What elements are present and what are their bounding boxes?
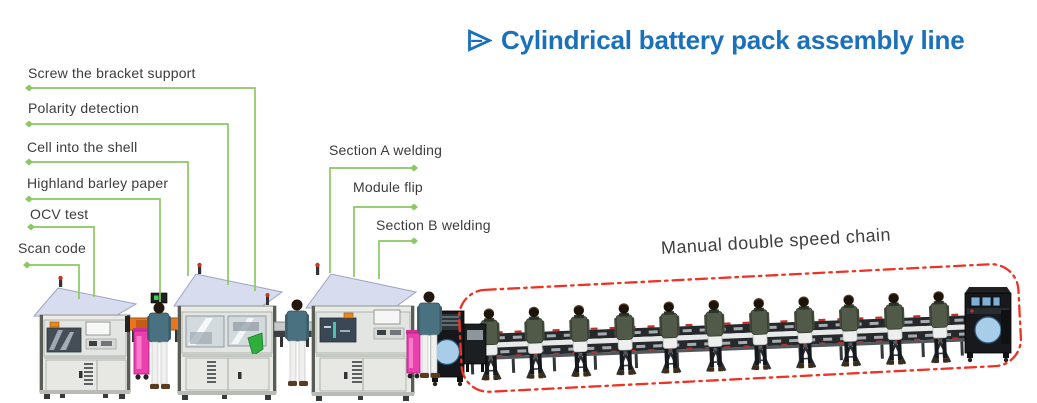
label-section-a-welding: Section A welding bbox=[329, 142, 443, 158]
label-cell-into-shell: Cell into the shell bbox=[27, 139, 138, 155]
callout-lines bbox=[27, 87, 414, 302]
label-highland-barley-paper: Highland barley paper bbox=[27, 175, 169, 191]
page-title: Cylindrical battery pack assembly line bbox=[467, 25, 965, 56]
label-ocv-test: OCV test bbox=[30, 206, 89, 222]
callout-diamonds bbox=[23, 84, 418, 269]
machine-station-3 bbox=[305, 262, 418, 401]
speed-chain-conveyor bbox=[457, 289, 973, 382]
label-screw-bracket-support: Screw the bracket support bbox=[28, 65, 196, 81]
chain-unloading-station-right bbox=[964, 287, 1012, 363]
label-section-b-welding: Section B welding bbox=[376, 217, 491, 233]
machine-station-1 bbox=[32, 275, 138, 399]
operator-1 bbox=[147, 302, 171, 389]
page-title-text: Cylindrical battery pack assembly line bbox=[501, 25, 965, 55]
operator-2 bbox=[285, 299, 309, 386]
arrowhead-right-icon bbox=[468, 29, 492, 52]
cart-magenta-1 bbox=[133, 328, 150, 380]
label-module-flip: Module flip bbox=[353, 179, 423, 195]
label-polarity-detection: Polarity detection bbox=[28, 100, 139, 116]
label-scan-code: Scan code bbox=[18, 240, 86, 256]
cart-magenta-2 bbox=[406, 330, 421, 379]
machine-station-2 bbox=[173, 262, 284, 400]
operator-3 bbox=[417, 291, 442, 378]
chain-dashed-outline bbox=[457, 263, 1023, 393]
